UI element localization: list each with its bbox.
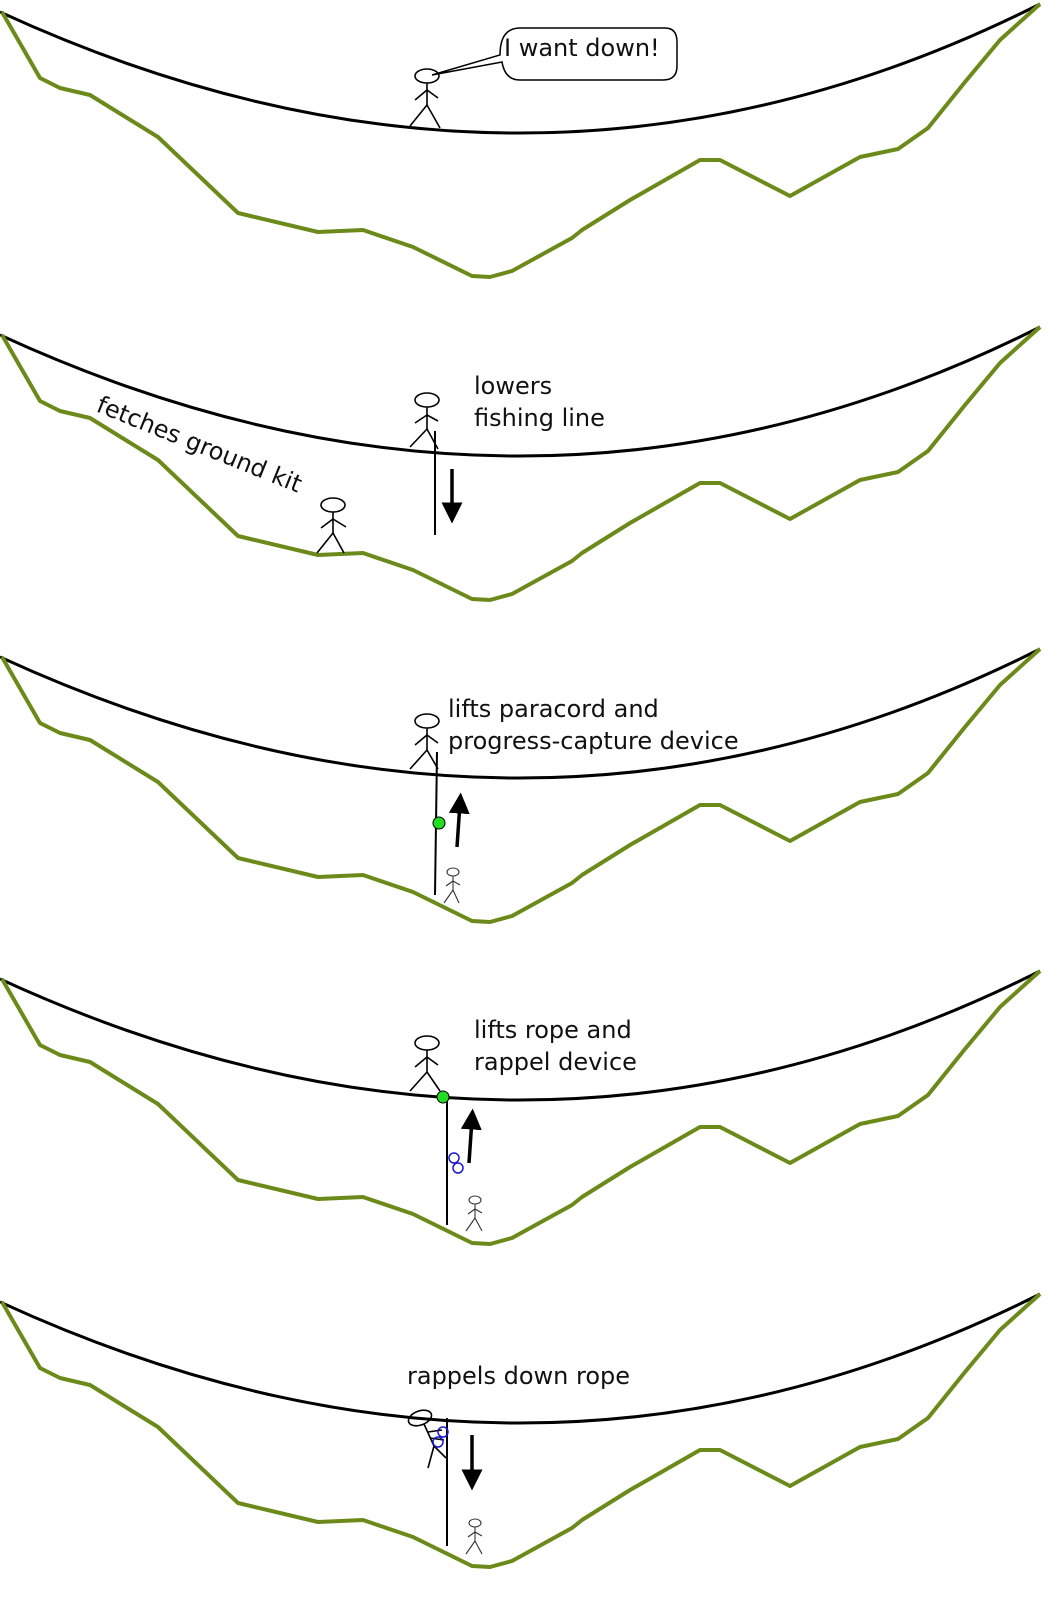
stick-figure-on-line [409,713,440,770]
caption-line-2: progress-capture device [448,727,739,755]
stick-figure-ground [465,1518,483,1555]
panel-2: lowers fishing line fetches ground kit [0,325,1042,602]
caption-line-2: rappel device [474,1048,637,1076]
caption-line-1: lifts paracord and [448,695,659,723]
canyon-terrain [0,1292,1042,1569]
stick-figure-ground [465,1195,483,1232]
panel-1: I want down! [0,2,1042,279]
canyon-terrain [0,969,1042,1246]
panel-5: rappels down rope [0,1292,1042,1569]
canyon-terrain [0,325,1042,602]
canyon-terrain [0,647,1042,924]
progress-capture-device [436,1090,450,1104]
stick-figure-ground [316,497,347,554]
caption-line-1: lowers [474,372,552,400]
side-label: fetches ground kit [93,391,306,499]
up-arrow-icon [448,792,470,848]
panel-4: lifts rope and rappel device [0,969,1042,1246]
caption-line-2: fishing line [474,404,605,432]
stick-figure-ground [443,867,461,904]
panel-3: lifts paracord and progress-capture devi… [0,647,1042,924]
stick-figure-on-line [409,1035,441,1092]
rappel-device [448,1152,464,1174]
speech-text: I want down! [504,34,660,62]
highline [0,1292,1042,1425]
rappel-device [432,1426,449,1448]
caption-line-1: lifts rope and [474,1016,632,1044]
progress-capture-device [432,816,446,830]
speech-bubble [431,27,678,81]
up-arrow-icon [460,1108,482,1164]
caption: rappels down rope [407,1362,630,1390]
stick-figure-on-line [409,392,440,450]
stick-figure-on-line [409,68,441,129]
